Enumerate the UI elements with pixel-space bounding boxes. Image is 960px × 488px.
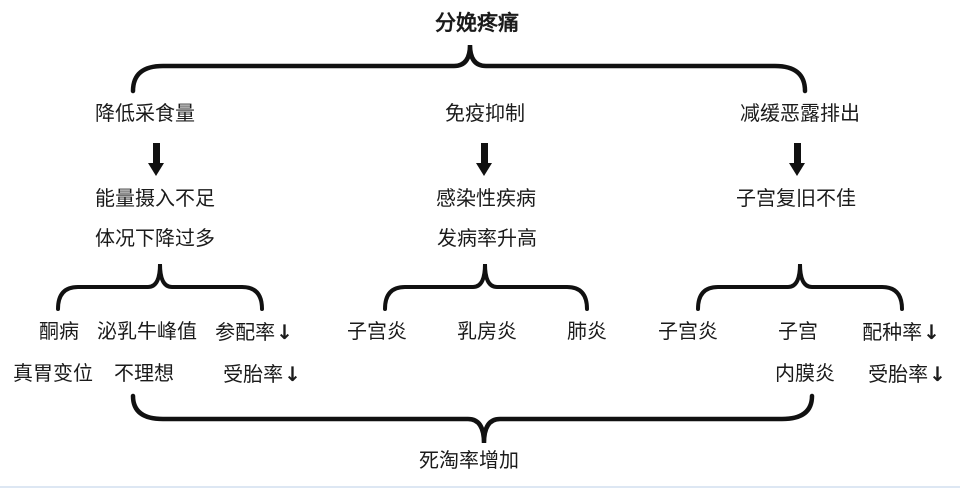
- down-arrow-glyph: ↓: [284, 362, 301, 386]
- node-uterine: 子宫: [778, 321, 818, 343]
- node-not-ideal: 不理想: [114, 363, 174, 385]
- node-abomasal-displacement: 真胃变位: [13, 363, 93, 385]
- node-endometritis: 内膜炎: [775, 363, 835, 385]
- leaf-label: 配种率: [862, 322, 923, 344]
- node-poor-uterine-involution: 子宫复旧不佳: [736, 188, 856, 210]
- node-infectious-disease: 感染性疾病: [436, 188, 536, 210]
- brace-middle: [383, 263, 589, 311]
- node-immunosuppression: 免疫抑制: [445, 103, 525, 125]
- down-arrow-glyph: ↓: [929, 362, 946, 386]
- node-insemination-rate-down: 参配率↓: [215, 321, 293, 344]
- node-pneumonia: 肺炎: [567, 321, 607, 343]
- down-arrow-right: [789, 143, 805, 176]
- arrow-stem: [793, 143, 801, 163]
- brace-right: [696, 263, 904, 311]
- node-breeding-rate-down: 配种率↓: [862, 321, 940, 344]
- page-bottom-edge: [0, 486, 960, 488]
- brace-left: [56, 263, 264, 311]
- arrow-head: [789, 163, 805, 176]
- down-arrow-left: [148, 143, 164, 176]
- node-conception-rate-down-left: 受胎率↓: [223, 363, 301, 386]
- node-ketosis: 酮病: [39, 321, 79, 343]
- arrow-stem: [152, 143, 160, 163]
- node-mastitis: 乳房炎: [457, 321, 517, 343]
- node-lactation-peak: 泌乳牛峰值: [97, 321, 197, 343]
- down-arrow-middle: [476, 143, 492, 176]
- arrow-head: [148, 163, 164, 176]
- node-excess-body-condition-loss: 体况下降过多: [95, 228, 215, 250]
- down-arrow-glyph: ↓: [923, 320, 940, 344]
- leaf-label: 参配率: [215, 322, 276, 344]
- arrow-stem: [480, 143, 488, 163]
- node-metritis-right: 子宫炎: [658, 321, 718, 343]
- node-incidence-rises: 发病率升高: [437, 228, 537, 250]
- node-metritis-middle: 子宫炎: [347, 321, 407, 343]
- node-mortality-cull-rate-increase: 死淘率增加: [419, 450, 519, 472]
- down-arrow-glyph: ↓: [276, 320, 293, 344]
- leaf-label: 受胎率: [223, 364, 284, 386]
- node-conception-rate-down-right: 受胎率↓: [868, 363, 946, 386]
- node-slowed-lochia-discharge: 减缓恶露排出: [740, 103, 860, 125]
- brace-bottom: [130, 393, 815, 444]
- node-reduced-feed-intake: 降低采食量: [95, 103, 195, 125]
- node-insufficient-energy-intake: 能量摄入不足: [95, 188, 215, 210]
- node-labor-pain-title: 分娩疼痛: [435, 11, 519, 35]
- brace-top: [130, 44, 808, 94]
- leaf-label: 受胎率: [868, 364, 929, 386]
- arrow-head: [476, 163, 492, 176]
